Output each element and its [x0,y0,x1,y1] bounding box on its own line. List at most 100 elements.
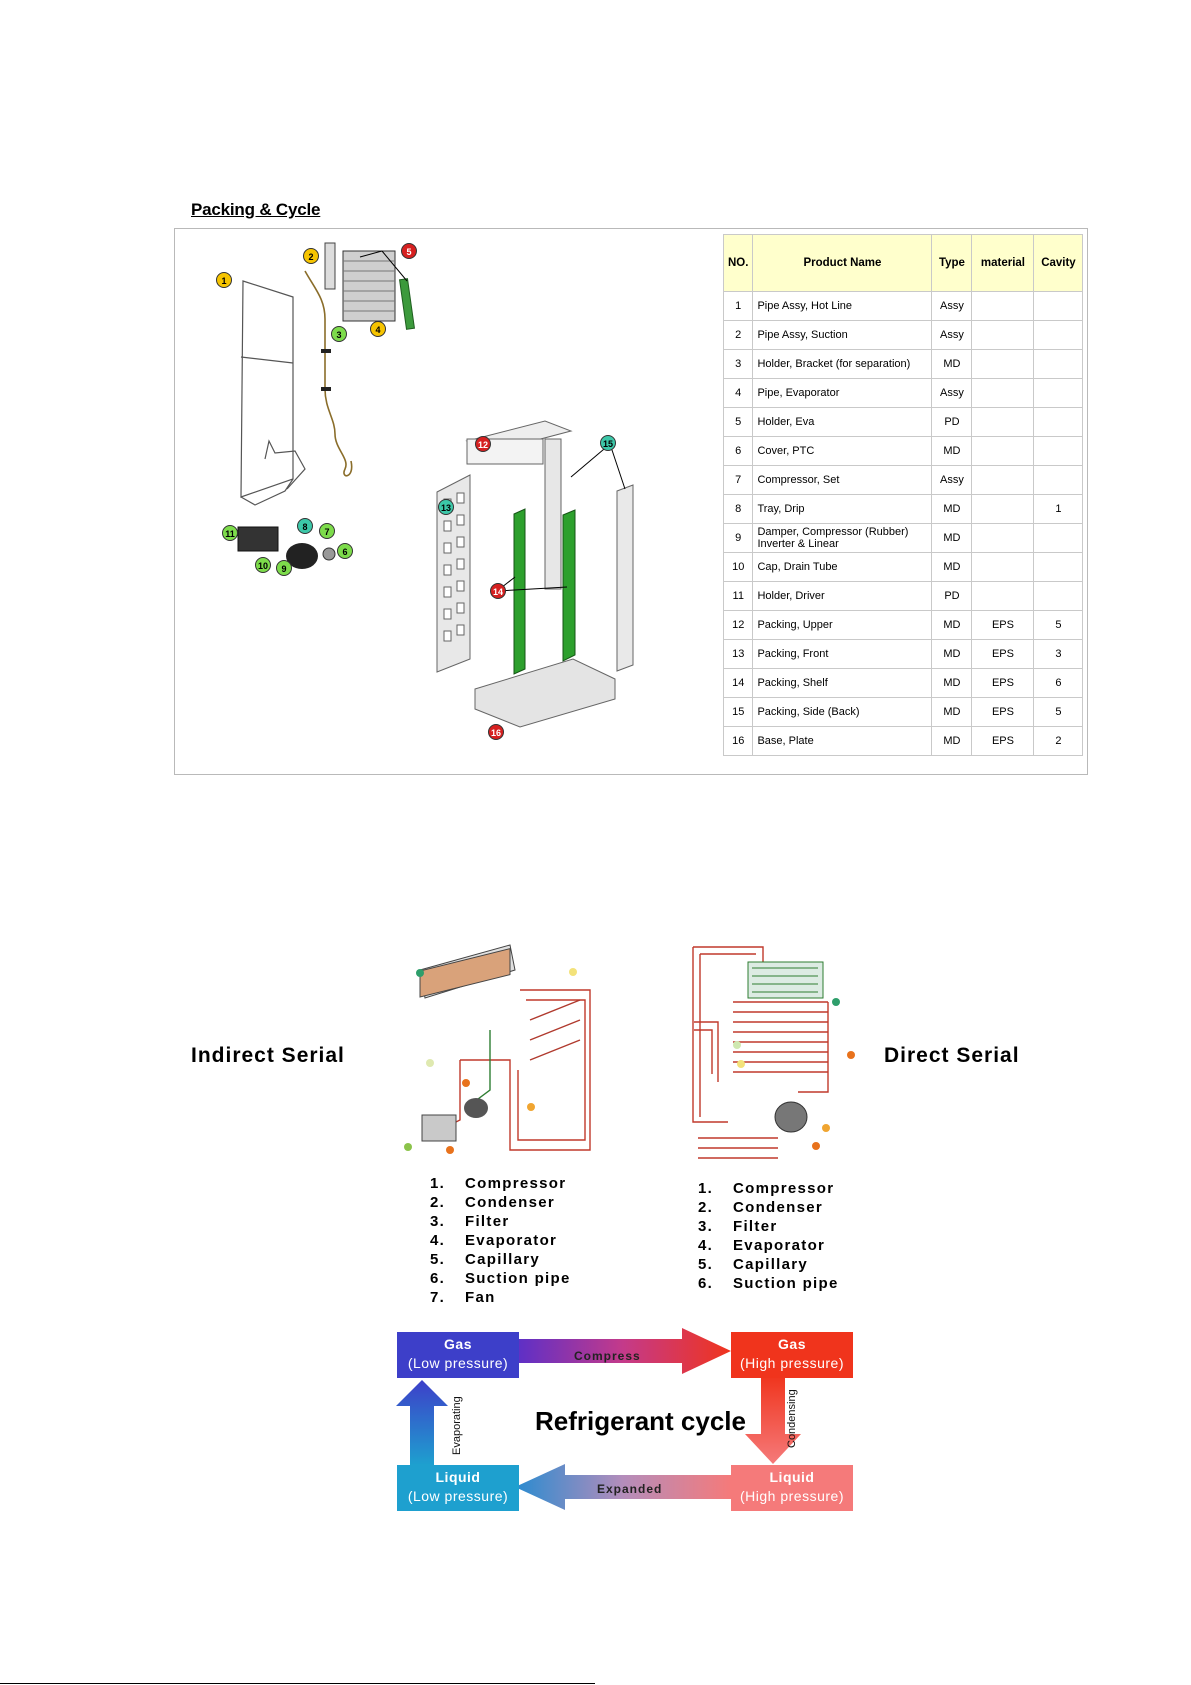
cell-product-name: Holder, Eva [752,407,933,437]
callout-1: 1 [216,272,232,288]
cell-material: EPS [971,610,1035,640]
section-title: Packing & Cycle [191,200,321,219]
cell-cavity [1033,378,1084,408]
legend-number: 4. [430,1232,446,1249]
refrigerant-cycle-arrows [396,1328,801,1510]
cell-material [971,378,1035,408]
cell-no: 6 [722,436,754,466]
cell-type: MD [931,349,973,379]
cell-product-name: Packing, Upper [752,610,933,640]
legend-number: 4. [698,1237,714,1254]
cell-type: PD [931,407,973,437]
cell-cavity [1033,552,1084,582]
legend-item: 4. Evaporator [430,1231,571,1250]
cell-type: MD [931,436,973,466]
cell-material [971,291,1035,321]
cell-no: 9 [722,523,754,553]
cell-product-name: Tray, Drip [752,494,933,524]
compress-arrow [515,1328,731,1374]
callout-13: 13 [438,499,454,515]
legend-number: 5. [430,1251,446,1268]
packing-figure-frame [174,228,1088,775]
cell-cavity [1033,407,1084,437]
leader-lines [359,250,626,592]
cell-no: 4 [722,378,754,408]
legend-number: 6. [698,1275,714,1292]
cell-product-name: Holder, Bracket (for separation) [752,349,933,379]
cell-material [971,552,1035,582]
cell-type: Assy [931,465,973,495]
legend-item: 7.Fan [430,1288,571,1307]
callout-11: 11 [222,525,238,541]
cell-no: 15 [722,697,754,727]
cell-product-name: Holder, Driver [752,581,933,611]
legend-text: Evaporator [465,1232,558,1249]
legend-number: 1. [430,1175,446,1192]
legend-text: Filter [465,1213,510,1230]
cell-product-name: Compressor, Set [752,465,933,495]
callout-15: 15 [600,435,616,451]
legend-number: 5. [698,1256,714,1273]
legend-item: 2.Condenser [430,1193,571,1212]
direct-serial-diagram [692,946,855,1159]
cell-no: 5 [722,407,754,437]
expanded-label: Expanded [597,1482,663,1496]
liquid-high-title: Liquid [769,1469,815,1485]
callout-9: 9 [276,560,292,576]
legend-number: 6. [430,1270,446,1287]
cell-cavity [1033,320,1084,350]
cell-product-name: Pipe Assy, Suction [752,320,933,350]
cell-cavity: 2 [1033,726,1084,756]
direct-serial-label: Direct Serial [884,1044,1020,1067]
cell-type: MD [931,697,973,727]
legend-text: Fan [465,1289,496,1306]
cell-no: 13 [722,639,754,669]
gas-high-subtitle: (High pressure) [740,1355,844,1371]
cell-cavity: 5 [1033,697,1084,727]
compressor-drawing [237,526,336,569]
cell-material [971,349,1035,379]
evaporator-drawing [342,250,396,322]
cell-material [971,581,1035,611]
cell-no: 16 [722,726,754,756]
liquid-high-subtitle: (High pressure) [740,1488,844,1504]
legend-number: 3. [698,1218,714,1235]
legend-item: 3.Filter [698,1217,839,1236]
legend-number: 3. [430,1213,446,1230]
callout-14: 14 [490,583,506,599]
cell-material: EPS [971,668,1035,698]
cell-type: MD [931,494,973,524]
hot-line-pipe-drawing [240,280,306,506]
cell-type: MD [931,668,973,698]
cell-cavity: 3 [1033,639,1084,669]
cell-product-name: Packing, Front [752,639,933,669]
indirect-serial-label: Indirect Serial [191,1044,345,1067]
callout-3: 3 [331,326,347,342]
cell-material [971,494,1035,524]
cell-no: 14 [722,668,754,698]
condensing-label: Condensing [786,1389,798,1448]
header-type: Type [931,234,973,292]
cell-material [971,407,1035,437]
compress-label: Compress [574,1349,641,1363]
cell-no: 7 [722,465,754,495]
cell-product-name: Packing, Shelf [752,668,933,698]
cell-material [971,465,1035,495]
callout-4: 4 [370,321,386,337]
legend-number: 1. [698,1180,714,1197]
cell-material [971,320,1035,350]
header-no: NO. [722,234,754,292]
condensing-arrow [745,1375,801,1464]
legend-item: 4.Evaporator [698,1236,839,1255]
cell-material: EPS [971,697,1035,727]
